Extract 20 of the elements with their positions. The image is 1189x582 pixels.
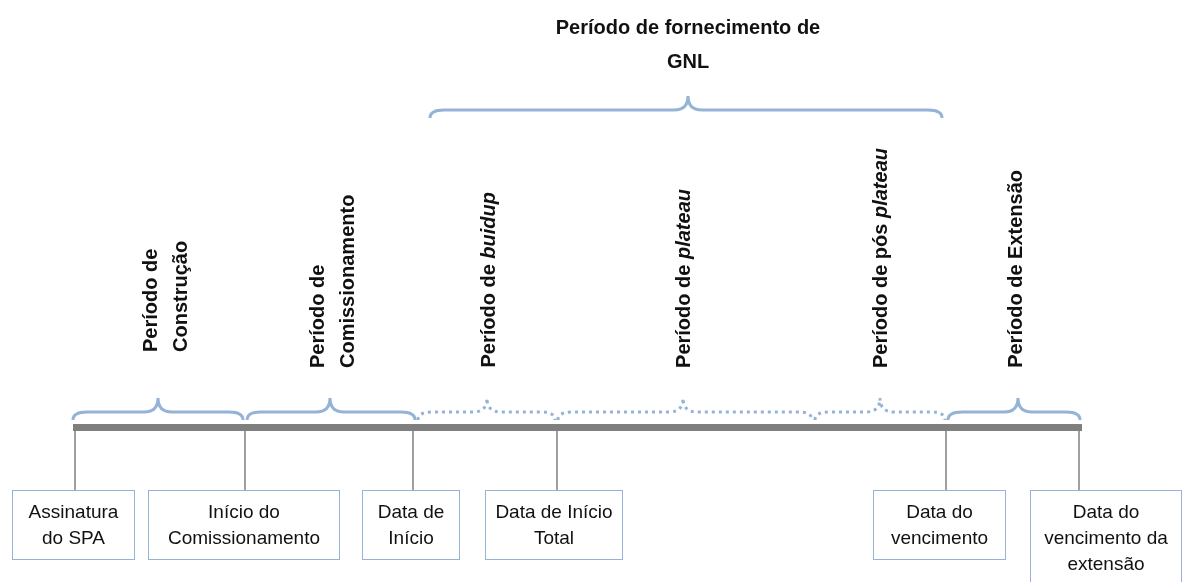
period-label: Período de Construção — [138, 239, 192, 352]
heading: Período de fornecimento de GNL — [554, 15, 822, 74]
tick-line — [412, 430, 414, 491]
date-box: Data de Início — [362, 490, 460, 560]
period-label: Período de pós plateau — [868, 148, 892, 369]
period-label: Período de Comissionamento — [305, 193, 359, 368]
date-box: Assinatura do SPA — [12, 490, 135, 560]
period-label: Período de plateau — [671, 189, 695, 368]
tick-line — [1078, 430, 1080, 491]
tick-line — [74, 430, 76, 491]
period-label: Período de buidup — [476, 192, 500, 368]
tick-line — [244, 430, 246, 491]
date-box: Data do vencimento da extensão — [1030, 490, 1182, 582]
period-label: Período de Extensão — [1003, 170, 1027, 368]
date-box: Data do vencimento — [873, 490, 1006, 560]
tick-line — [945, 430, 947, 491]
date-box: Data de Início Total — [485, 490, 623, 560]
timeline-bar — [73, 424, 1082, 431]
date-box: Início do Comissionamento — [148, 490, 340, 560]
tick-line — [556, 430, 558, 491]
